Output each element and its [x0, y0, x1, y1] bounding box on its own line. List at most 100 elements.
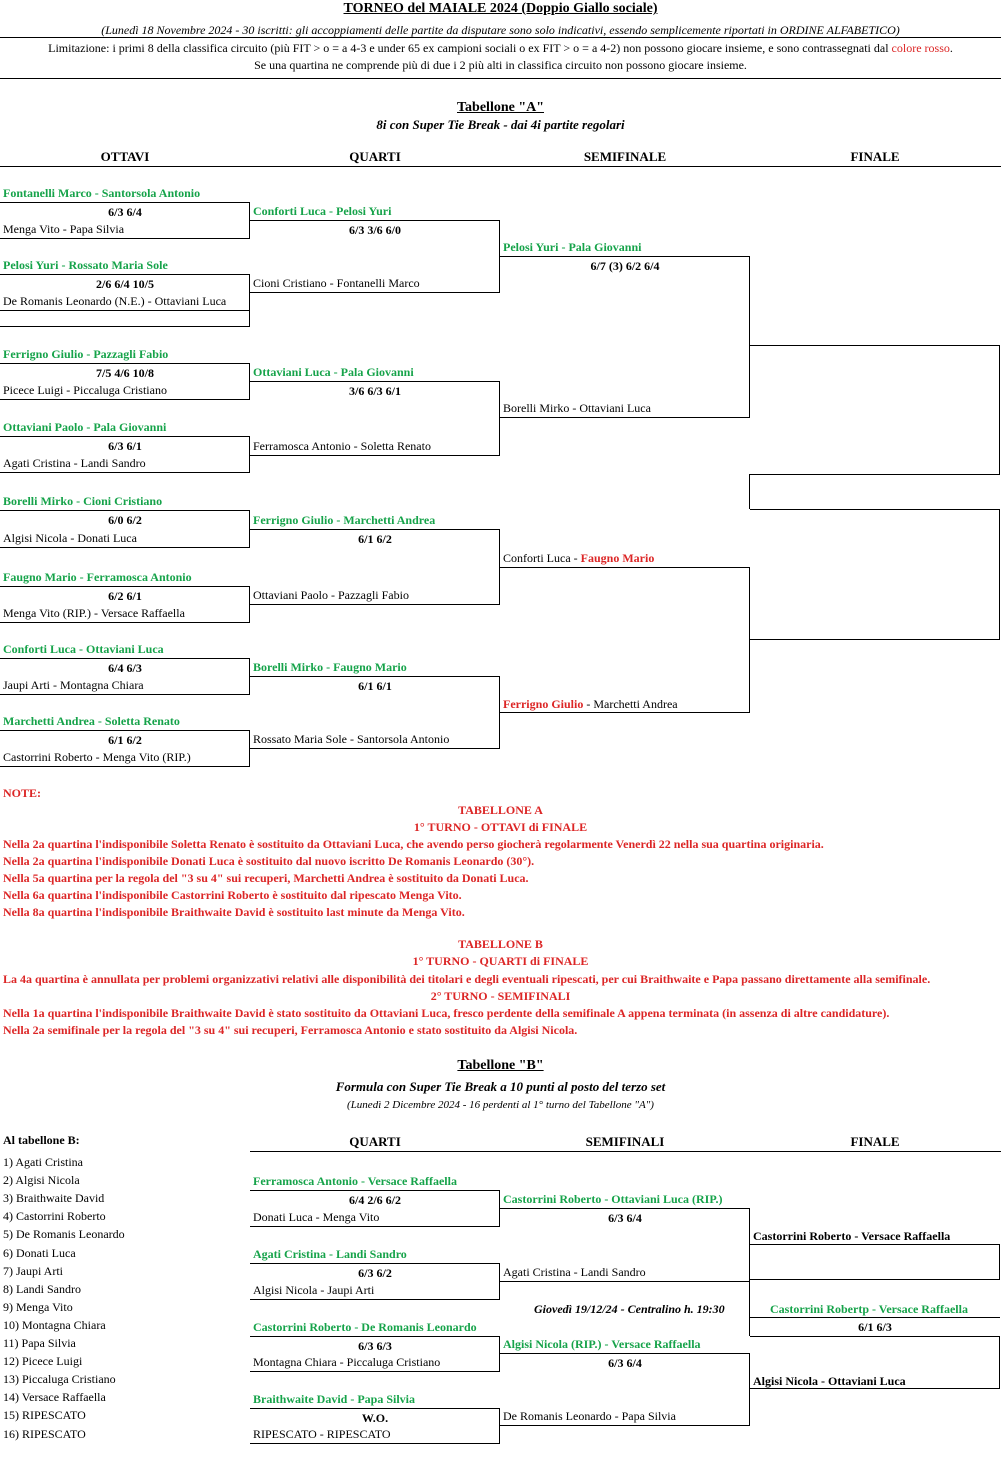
match-score: 6/3 3/6 6/0	[348, 223, 401, 237]
loser-pair: Picece Luigi - Piccaluga Cristiano	[3, 383, 167, 397]
bracket-line	[749, 1353, 750, 1425]
player-list-item: 6) Donati Luca	[3, 1245, 76, 1260]
match-score: 6/7 (3) 6/2 6/4	[590, 259, 660, 273]
bracket-line	[0, 238, 250, 239]
match-score: 6/3 6/4	[608, 1356, 642, 1370]
loser-pair: Algisi Nicola - Jaupi Arti	[253, 1283, 375, 1297]
bracket-line	[499, 1190, 500, 1226]
match-score: 6/3 6/2	[358, 1266, 392, 1280]
winner-pair: Castorrini Roberto - Ottaviani Luca (RIP…	[503, 1192, 723, 1206]
bracket-line	[749, 1208, 750, 1281]
bracket-line	[0, 730, 250, 731]
col-b-quarti: QUARTI	[349, 1134, 401, 1149]
header-divider-2	[0, 78, 1001, 79]
bracket-line	[250, 292, 500, 293]
notes-a-title: TABELLONE A	[458, 803, 543, 817]
bracket-line	[500, 1353, 750, 1354]
limitation-red-text: colore rosso	[891, 41, 950, 55]
semifinal-pair: Ferrigno Giulio - Marchetti Andrea	[503, 698, 678, 710]
match-score: 6/3 6/1	[108, 439, 142, 453]
bracket-line	[499, 1263, 500, 1299]
bracket-line	[750, 1244, 1000, 1245]
loser-pair: Algisi Nicola - Donati Luca	[3, 531, 137, 545]
bracket-line	[0, 274, 250, 275]
tabellone-b-title: Tabellone "B"	[457, 1058, 544, 1073]
loser-pair: Donati Luca - Menga Vito	[253, 1210, 380, 1224]
bracket-line	[250, 220, 500, 221]
col-ottavi: OTTAVI	[100, 149, 150, 164]
pair-red-text: Ferrigno Giulio	[503, 697, 584, 711]
tabellone-a-title: Tabellone "A"	[457, 100, 544, 115]
player-list-item: 14) Versace Raffaella	[3, 1390, 106, 1405]
match-score: 6/3 6/4	[608, 1211, 642, 1225]
player-list-item: 13) Piccaluga Cristiano	[3, 1372, 116, 1387]
bracket-line	[0, 586, 250, 587]
note-b-line: Nella 2a semifinale per la regola del "3…	[3, 1023, 578, 1037]
winner-pair: Agati Cristina - Landi Sandro	[253, 1247, 407, 1261]
tabellone-b-header-line	[250, 1151, 1001, 1152]
match-score: 6/4 6/3	[108, 661, 142, 675]
winner-pair: Conforti Luca - Pelosi Yuri	[253, 204, 392, 218]
bracket-line	[0, 658, 250, 659]
winner-pair: Borelli Mirko - Faugno Mario	[253, 660, 407, 674]
bracket-line	[250, 1263, 500, 1264]
bracket-line	[749, 1279, 750, 1336]
bracket-line	[0, 694, 250, 695]
loser-pair: Cioni Cristiano - Fontanelli Marco	[253, 276, 420, 290]
bracket-line	[250, 748, 500, 749]
bracket-line	[0, 326, 250, 327]
bracket-line	[750, 1336, 1000, 1337]
winner-pair: Ferrigno Giulio - Marchetti Andrea	[253, 513, 436, 527]
bracket-line	[999, 345, 1000, 474]
bracket-line	[249, 658, 250, 694]
bracket-line	[249, 274, 250, 310]
bracket-line	[750, 1388, 1000, 1389]
bracket-line	[0, 399, 250, 400]
winner-pair: Algisi Nicola (RIP.) - Versace Raffaella	[503, 1337, 701, 1351]
bracket-line	[250, 455, 500, 456]
player-list-item: 2) Algisi Nicola	[3, 1173, 80, 1188]
bracket-line	[749, 567, 750, 712]
player-list-item: 8) Landi Sandro	[3, 1281, 81, 1296]
bracket-line	[500, 1425, 750, 1426]
match-score: 3/6 6/3 6/1	[348, 384, 401, 398]
loser-pair: Menga Vito - Papa Silvia	[3, 222, 125, 236]
bracket-line	[250, 1190, 500, 1191]
match-score: 6/4 2/6 6/2	[348, 1193, 401, 1207]
match-score: 6/1 6/2	[108, 733, 142, 747]
match-score: 7/5 4/6 10/8	[95, 366, 154, 380]
bracket-line	[750, 1317, 1000, 1318]
bracket-line	[749, 256, 750, 417]
bracket-line	[500, 1208, 750, 1209]
loser-pair: Ottaviani Paolo - Pazzagli Fabio	[253, 588, 409, 602]
player-list-item: 7) Jaupi Arti	[3, 1263, 63, 1278]
bracket-line	[500, 256, 750, 257]
col-b-finale: FINALE	[850, 1134, 900, 1149]
notes-b-title: TABELLONE B	[458, 937, 543, 951]
winner-pair: Castorrini Roberto - De Romanis Leonardo	[253, 1320, 477, 1334]
match-score: 6/3 6/4	[108, 205, 142, 219]
bracket-line	[249, 730, 250, 766]
bracket-line	[750, 474, 1000, 475]
pair-red-text: Faugno Mario	[580, 551, 655, 565]
final-pair: Algisi Nicola - Ottaviani Luca	[753, 1374, 906, 1388]
limitation-line-1: Limitazione: i primi 8 della classifica …	[0, 42, 1001, 54]
player-list-item: 1) Agati Cristina	[3, 1155, 83, 1169]
bracket-line	[500, 1281, 750, 1282]
loser-pair: Borelli Mirko - Ottaviani Luca	[503, 401, 651, 415]
player-list-item: 16) RIPESCATO	[3, 1426, 86, 1441]
winner-pair: Pelosi Yuri - Rossato Maria Sole	[3, 258, 168, 272]
note-a-line: Nella 2a quartina l'indisponibile Solett…	[3, 837, 824, 851]
winner-pair: Pelosi Yuri - Pala Giovanni	[503, 240, 642, 254]
note-b-line: La 4a quartina è annullata per problemi …	[3, 972, 931, 986]
tabellone-b-subtitle: Formula con Super Tie Break a 10 punti a…	[335, 1079, 666, 1094]
loser-pair: Menga Vito (RIP.) - Versace Raffaella	[3, 606, 185, 620]
bracket-line	[250, 1443, 500, 1444]
loser-pair: Jaupi Arti - Montagna Chiara	[3, 678, 144, 692]
limitation-suffix: .	[949, 41, 953, 55]
player-list-item: 15) RIPESCATO	[3, 1408, 86, 1423]
note-a-line: Nella 6a quartina l'indisponibile Castor…	[3, 888, 462, 902]
col-finale: FINALE	[850, 149, 900, 164]
bracket-line	[249, 436, 250, 472]
